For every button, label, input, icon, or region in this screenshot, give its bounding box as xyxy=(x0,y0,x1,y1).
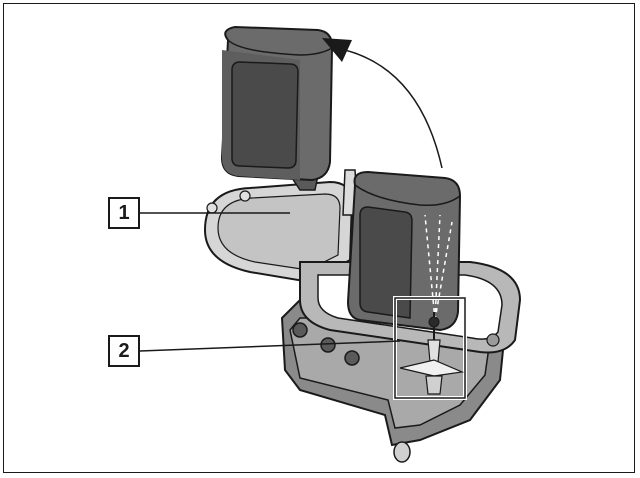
callout-2-leader xyxy=(139,340,401,352)
rotation-arrow-icon xyxy=(322,38,443,169)
right-tank xyxy=(346,170,462,332)
left-tank xyxy=(220,25,334,191)
spray-nozzle xyxy=(393,296,467,400)
callout-1-label: 1 xyxy=(108,197,140,229)
callout-2-label: 2 xyxy=(108,335,140,367)
